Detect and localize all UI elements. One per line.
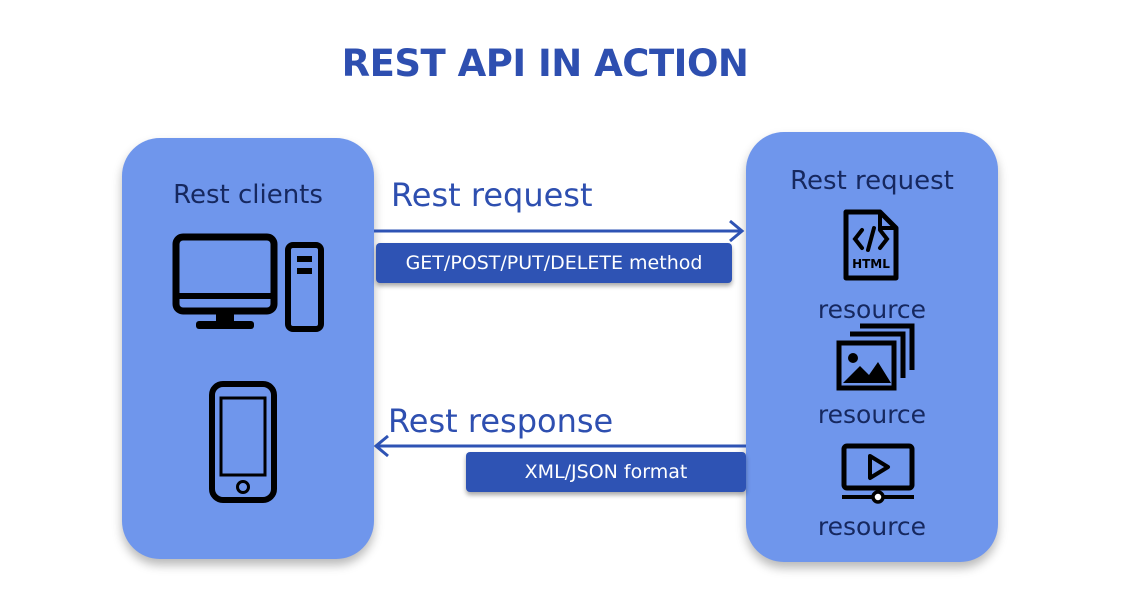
svg-text:HTML: HTML [852, 257, 890, 271]
server-heading: Rest request [790, 166, 954, 196]
request-label: Rest request [391, 176, 593, 214]
resource-label-html: resource [817, 295, 927, 324]
clients-panel: Rest clients [122, 138, 374, 559]
video-player-icon [841, 443, 915, 504]
image-gallery-icon [836, 323, 915, 391]
format-pill: XML/JSON format [466, 452, 746, 492]
response-arrow [373, 434, 746, 458]
request-arrow [374, 219, 745, 243]
smartphone-icon [209, 381, 277, 503]
method-pill: GET/POST/PUT/DELETE method [376, 243, 732, 283]
html-file-icon: HTML [843, 209, 899, 281]
clients-heading: Rest clients [173, 180, 323, 210]
desktop-computer-icon [172, 233, 324, 332]
diagram-title: REST API IN ACTION [341, 42, 749, 85]
response-label: Rest response [388, 402, 614, 440]
resource-label-video: resource [817, 512, 927, 541]
resource-label-image: resource [817, 400, 927, 429]
server-panel: Rest request HTML resource resource reso… [746, 132, 998, 562]
